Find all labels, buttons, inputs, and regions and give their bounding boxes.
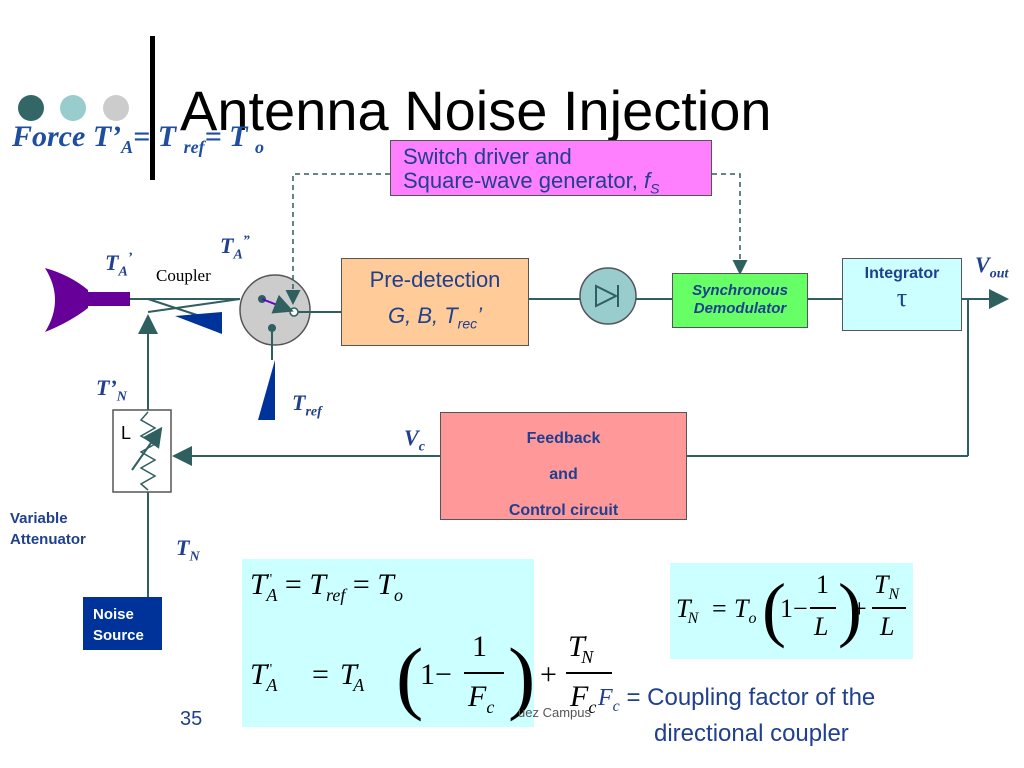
slide-title: Antenna Noise Injection — [180, 79, 772, 142]
equation-box-2 — [670, 563, 913, 659]
variable-attenuator-label: Variable Attenuator — [10, 510, 86, 548]
feedback-control-box: Feedback and Control circuit — [440, 412, 687, 520]
horn-antenna-icon — [45, 268, 88, 332]
decor-dot-3 — [103, 95, 129, 121]
decor-dot-1 — [18, 95, 44, 121]
integrator-box: Integrator τ — [842, 258, 962, 331]
feedback-line1: Feedback — [526, 430, 601, 447]
predetection-box: Pre-detection G, B, Trec’ — [341, 258, 529, 346]
noise-source-box: Noise Source — [83, 597, 162, 650]
synchronous-demodulator-box: Synchronous Demodulator — [672, 273, 808, 328]
switch-driver-line2: Square-wave generator, fS — [403, 168, 660, 197]
feedback-line3: Control circuit — [508, 502, 619, 519]
antenna-feed — [88, 292, 130, 306]
footer-text: uez Campus — [518, 705, 591, 720]
label-TA-dprime: TA” — [220, 233, 250, 263]
tref-load-icon — [258, 360, 275, 420]
attenuator-L-label: L — [121, 423, 132, 443]
title-divider — [150, 36, 155, 180]
force-label: Force T’A= T ref= T o — [12, 120, 264, 157]
label-TA-prime: TA’ — [105, 250, 133, 280]
coupler-label: Coupler — [156, 266, 211, 285]
coupling-factor-definition: Fc = Coupling factor of the directional … — [598, 684, 876, 747]
label-Vc: Vc — [404, 425, 425, 455]
label-TN: TN — [176, 535, 200, 565]
decor-dot-2 — [60, 95, 86, 121]
diode-icon — [595, 284, 619, 308]
equation-box-1 — [242, 559, 534, 727]
label-TN-prime: T’N — [96, 375, 127, 405]
switch-driver-line1: Switch driver and — [403, 144, 572, 169]
equation-3: T'N = To ( 1− 1 L ) + TN L — [676, 569, 912, 656]
noise-line2: Source — [93, 627, 144, 644]
label-Tref: Tref — [292, 390, 322, 420]
label-Vout: Vout — [975, 252, 1009, 282]
predetection-title: Pre-detection — [369, 267, 501, 292]
feedback-line2: and — [549, 466, 578, 483]
sync-line1: Synchronous — [692, 282, 788, 299]
switch-circle — [239, 274, 311, 346]
coupler-load-icon — [175, 312, 222, 334]
equation-1: T"A = Tref = To — [250, 568, 403, 605]
integrator-label: Integrator — [864, 265, 940, 282]
noise-line1: Noise — [93, 606, 134, 623]
integrator-tau: τ — [896, 283, 908, 312]
predetection-params: G, B, Trec’ — [387, 303, 483, 332]
switch-driver-box: Switch driver and Square-wave generator,… — [390, 140, 712, 196]
detector-circle — [579, 267, 637, 325]
sync-line2: Demodulator — [693, 300, 787, 317]
attenuator-resistor-icon — [139, 411, 157, 491]
page-number: 35 — [180, 708, 203, 730]
